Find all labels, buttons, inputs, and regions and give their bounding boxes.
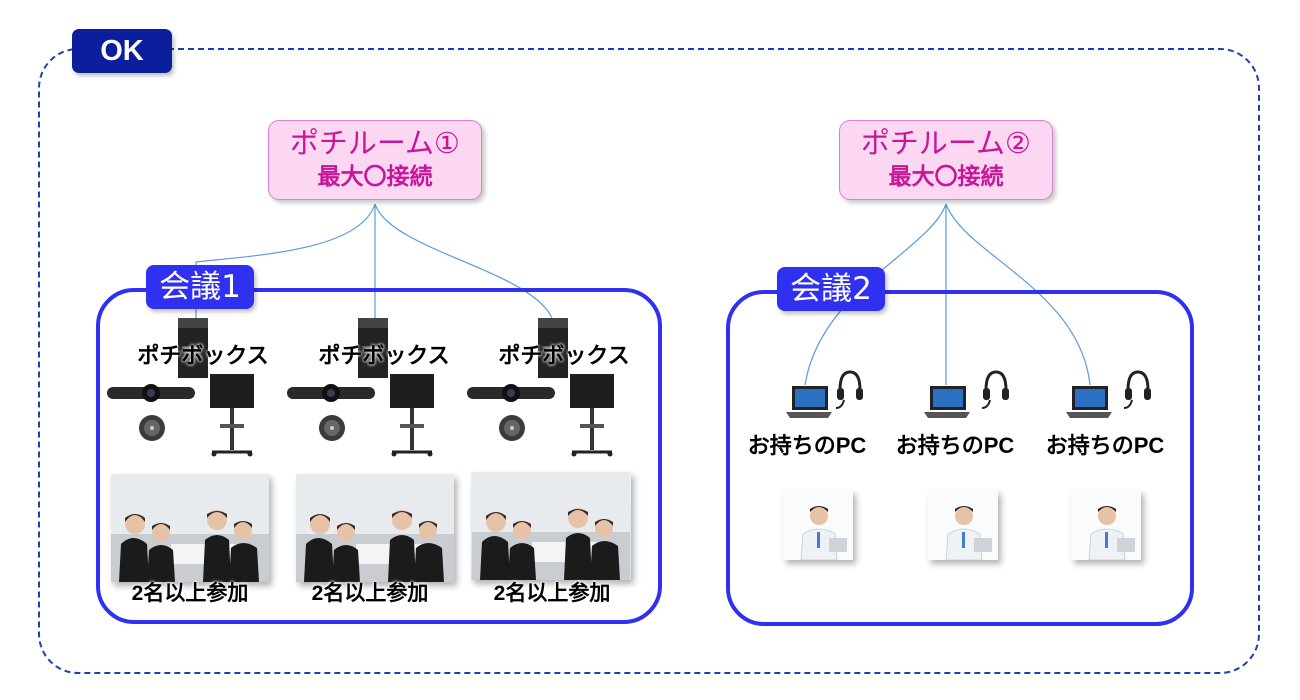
connector-room1-box1 xyxy=(195,203,376,318)
room-name: ポチルーム② xyxy=(860,126,1032,160)
pc-tower-icon xyxy=(178,318,208,378)
person-icon xyxy=(1088,506,1135,560)
meeting-photo xyxy=(471,472,631,580)
participants-label: 2名以上参加 xyxy=(131,582,249,605)
group-people-icon xyxy=(472,472,630,580)
laptop-icon xyxy=(1066,386,1112,418)
participant-photo xyxy=(1071,490,1141,560)
meeting-2-box xyxy=(726,290,1194,626)
conference-camera-icon xyxy=(287,384,375,402)
conference-camera-icon xyxy=(107,384,195,402)
participant-photo xyxy=(783,490,853,560)
own-pc-label: お持ちのPC xyxy=(895,433,1015,458)
meeting-2-tag: 会議2 xyxy=(777,267,885,311)
person-icon xyxy=(945,506,992,560)
headset-icon xyxy=(981,370,1009,409)
speakerphone-icon xyxy=(499,415,525,441)
ok-badge: OK xyxy=(72,29,172,73)
pochi-box-label: ポチボックス xyxy=(318,343,450,368)
room-capacity: 最大〇接続 xyxy=(317,164,433,190)
person-icon xyxy=(800,506,847,560)
laptop-icon xyxy=(924,386,970,418)
pc-tower-icon xyxy=(538,318,568,378)
own-pc-label: お持ちのPC xyxy=(747,433,867,458)
conference-camera-icon xyxy=(467,384,555,402)
group-people-icon xyxy=(296,474,454,582)
headset-icon xyxy=(1123,370,1151,409)
display-stand-icon xyxy=(390,374,434,457)
meeting-photo xyxy=(111,474,269,582)
meeting-1-tag: 会議1 xyxy=(146,265,254,309)
participant-photo xyxy=(928,490,998,560)
speakerphone-icon xyxy=(319,415,345,441)
pochi-box-label: ポチボックス xyxy=(137,343,269,368)
room-box-1: ポチルーム① 最大〇接続 xyxy=(268,120,482,200)
laptop-icon xyxy=(786,386,832,418)
display-stand-icon xyxy=(570,374,614,457)
room-capacity: 最大〇接続 xyxy=(888,164,1004,190)
meeting-photo xyxy=(296,474,454,582)
speakerphone-icon xyxy=(139,415,165,441)
connector-room2-pc3 xyxy=(945,203,1091,386)
pochi-box-label: ポチボックス xyxy=(498,343,630,368)
participants-label: 2名以上参加 xyxy=(311,582,429,605)
room-box-2: ポチルーム② 最大〇接続 xyxy=(839,120,1053,200)
group-people-icon xyxy=(111,474,269,582)
outer-dashed-frame xyxy=(38,48,1260,674)
room-name: ポチルーム① xyxy=(289,126,461,160)
own-pc-label: お持ちのPC xyxy=(1045,433,1165,458)
participants-label: 2名以上参加 xyxy=(493,582,611,605)
meeting-1-box xyxy=(96,288,662,624)
headset-icon xyxy=(835,370,863,409)
display-stand-icon xyxy=(210,374,254,457)
pc-tower-icon xyxy=(358,318,388,378)
connector-room1-box3 xyxy=(374,203,553,319)
